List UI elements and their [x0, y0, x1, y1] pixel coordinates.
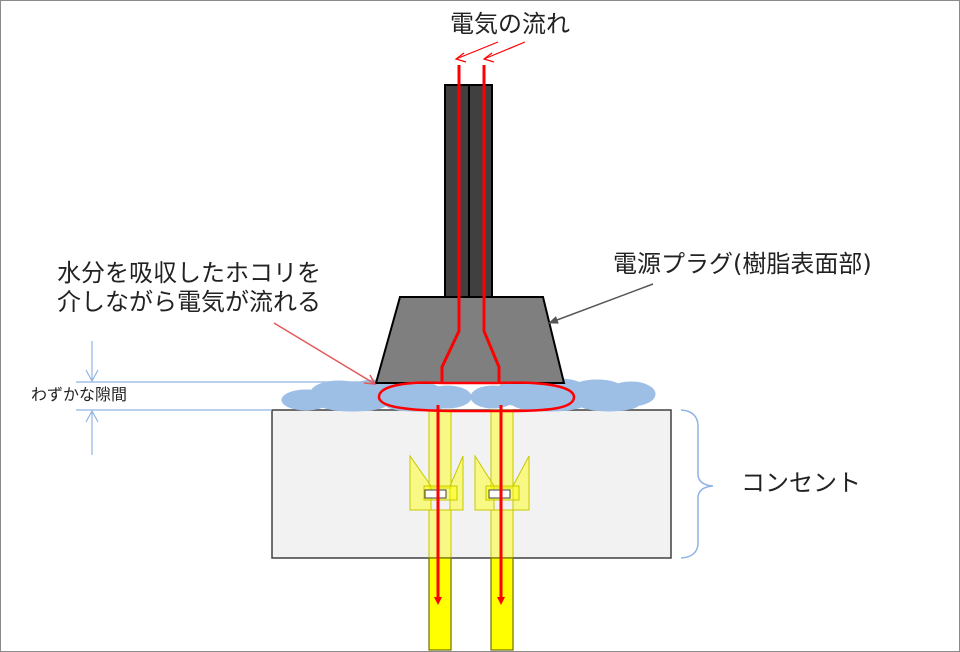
outlet-label: コンセント	[741, 469, 861, 497]
gap-label: わずかな隙間	[31, 385, 128, 404]
electric-flow-label: 電気の流れ	[450, 10, 570, 38]
plug-pointer-arrow	[548, 283, 654, 324]
current-path-right-upper	[482, 65, 501, 383]
outlet-body	[271, 409, 672, 559]
leakage-current-loop	[377, 381, 576, 413]
dust-cloud-left	[281, 379, 472, 412]
terminal-left	[409, 409, 464, 651]
plug-prong-right	[468, 84, 493, 298]
dust-conduction-label: 水分を吸収したホコリを 介しながら電気が流れる	[57, 259, 321, 317]
dust-label-line-1: 水分を吸収したホコリを	[57, 259, 321, 287]
dust-label-line-2: 介しながら電気が流れる	[57, 288, 321, 316]
current-path-left-upper	[440, 65, 461, 383]
plug-body	[374, 296, 566, 384]
plug-label: 電源プラグ(樹脂表面部)	[613, 250, 872, 278]
plug-prong-left	[444, 84, 470, 298]
flow-arrow-left	[455, 41, 499, 60]
flow-arrow-right	[483, 41, 526, 60]
dust-pointer-arrow	[273, 322, 376, 385]
dust-cloud-right	[470, 378, 656, 412]
outlet-brace	[680, 409, 714, 559]
